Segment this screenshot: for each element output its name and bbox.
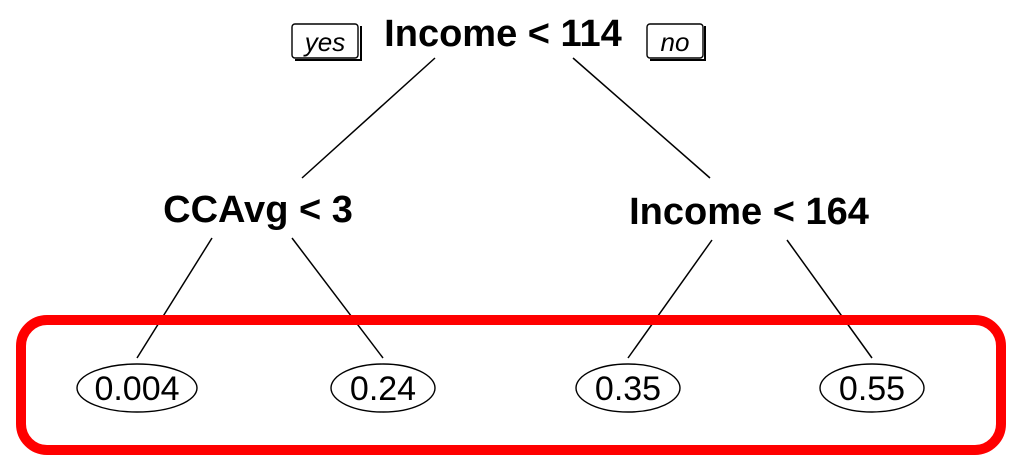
right-split-label: Income < 164 bbox=[629, 191, 869, 233]
leaf-1-value: 0.004 bbox=[94, 370, 179, 408]
edge-left-to-leaf-1 bbox=[136, 237, 213, 359]
left-split-label: CCAvg < 3 bbox=[163, 189, 353, 231]
leaf-2-value: 0.24 bbox=[350, 370, 416, 408]
leaf-3-value: 0.35 bbox=[595, 370, 661, 408]
yes-tag-text: yes bbox=[303, 27, 345, 57]
edge-root-to-left bbox=[301, 57, 436, 179]
leaf-node-2: 0.24 bbox=[330, 363, 436, 413]
edge-right-to-leaf-3 bbox=[627, 239, 713, 359]
edge-right-to-leaf-4 bbox=[786, 239, 873, 359]
leaf-highlight-box bbox=[16, 315, 1006, 455]
leaf-node-4: 0.55 bbox=[819, 363, 925, 413]
yes-branch-tag: yes bbox=[291, 23, 362, 61]
root-split-label: Income < 114 bbox=[384, 13, 622, 55]
leaf-node-1: 0.004 bbox=[76, 363, 198, 413]
leaf-4-value: 0.55 bbox=[839, 370, 905, 408]
edge-left-to-leaf-2 bbox=[291, 237, 384, 359]
no-tag-text: no bbox=[661, 27, 690, 57]
no-branch-tag: no bbox=[646, 23, 706, 61]
edge-root-to-right bbox=[572, 57, 711, 179]
leaf-node-3: 0.35 bbox=[575, 363, 681, 413]
